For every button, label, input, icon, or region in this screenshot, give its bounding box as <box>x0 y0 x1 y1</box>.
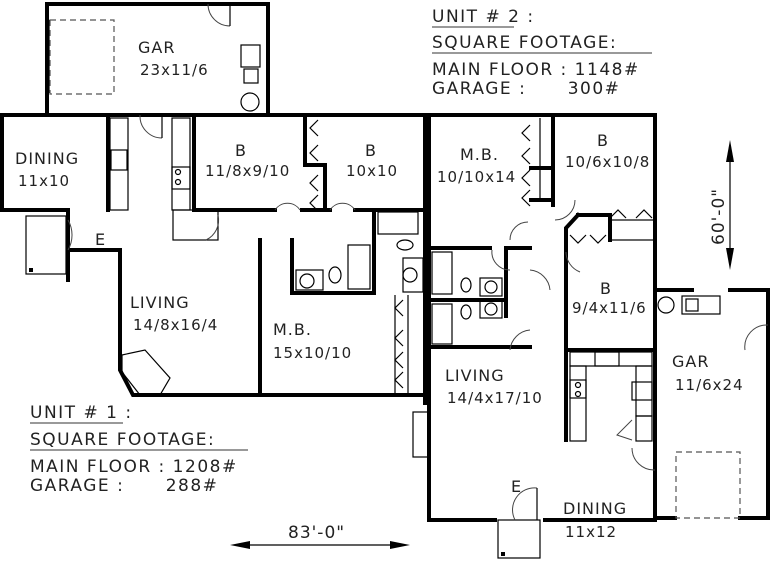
unit2-subtitle: SQUARE FOOTAGE: <box>432 33 617 53</box>
width-dimension-label: 83'-0" <box>288 523 345 543</box>
room-size: 14/8x16/4 <box>133 316 218 334</box>
dimension-width <box>230 541 410 549</box>
room-size: 11/8x9/10 <box>205 162 290 180</box>
room-size: 14/4x17/10 <box>447 389 543 407</box>
unit2-garage: GARAGE : 300# <box>432 79 620 99</box>
room-label: LIVING <box>445 366 505 385</box>
room-label: DINING <box>15 149 79 168</box>
room-size: 10x10 <box>346 162 398 180</box>
room-label: B <box>600 279 612 298</box>
entry-label: E <box>95 230 106 249</box>
unit1-garage <box>45 2 270 117</box>
unit1-house <box>0 113 427 405</box>
unit2-square-footage-note: UNIT # 2 : SQUARE FOOTAGE: MAIN FLOOR : … <box>432 7 652 99</box>
room-label: DINING <box>563 499 627 518</box>
unit1-title: UNIT # 1 : <box>30 403 133 423</box>
depth-dimension-label: 60'-0" <box>709 188 729 245</box>
room-size: 11x10 <box>18 172 70 190</box>
room-label: B <box>597 131 609 150</box>
unit1-square-footage-note: UNIT # 1 : SQUARE FOOTAGE: MAIN FLOOR : … <box>30 403 248 496</box>
room-label: M.B. <box>460 145 499 164</box>
room-label: LIVING <box>130 293 190 312</box>
unit1-garage: GARAGE : 288# <box>30 476 218 496</box>
room-size: 11/6x24 <box>675 376 744 394</box>
room-size: 10/10x14 <box>437 168 516 186</box>
room-label: GAR <box>138 38 175 57</box>
unit1-main-floor: MAIN FLOOR : 1208# <box>30 457 238 477</box>
room-label: B <box>365 141 377 160</box>
room-label: M.B. <box>273 320 312 339</box>
room-size: 15x10/10 <box>273 344 352 362</box>
unit2-house <box>412 113 657 559</box>
room-size: 10/6x10/8 <box>565 153 650 171</box>
entry-label: E <box>511 477 522 496</box>
room-label: GAR <box>672 352 709 371</box>
dimension-depth <box>726 140 734 270</box>
unit1-subtitle: SQUARE FOOTAGE: <box>30 430 215 450</box>
room-size: 11x12 <box>565 523 617 541</box>
room-size: 9/4x11/6 <box>572 299 647 317</box>
room-size: 23x11/6 <box>140 61 209 79</box>
unit2-garage <box>653 288 770 520</box>
unit2-main-floor: MAIN FLOOR : 1148# <box>432 60 640 80</box>
unit2-title: UNIT # 2 : <box>432 7 535 27</box>
room-label: B <box>235 141 247 160</box>
